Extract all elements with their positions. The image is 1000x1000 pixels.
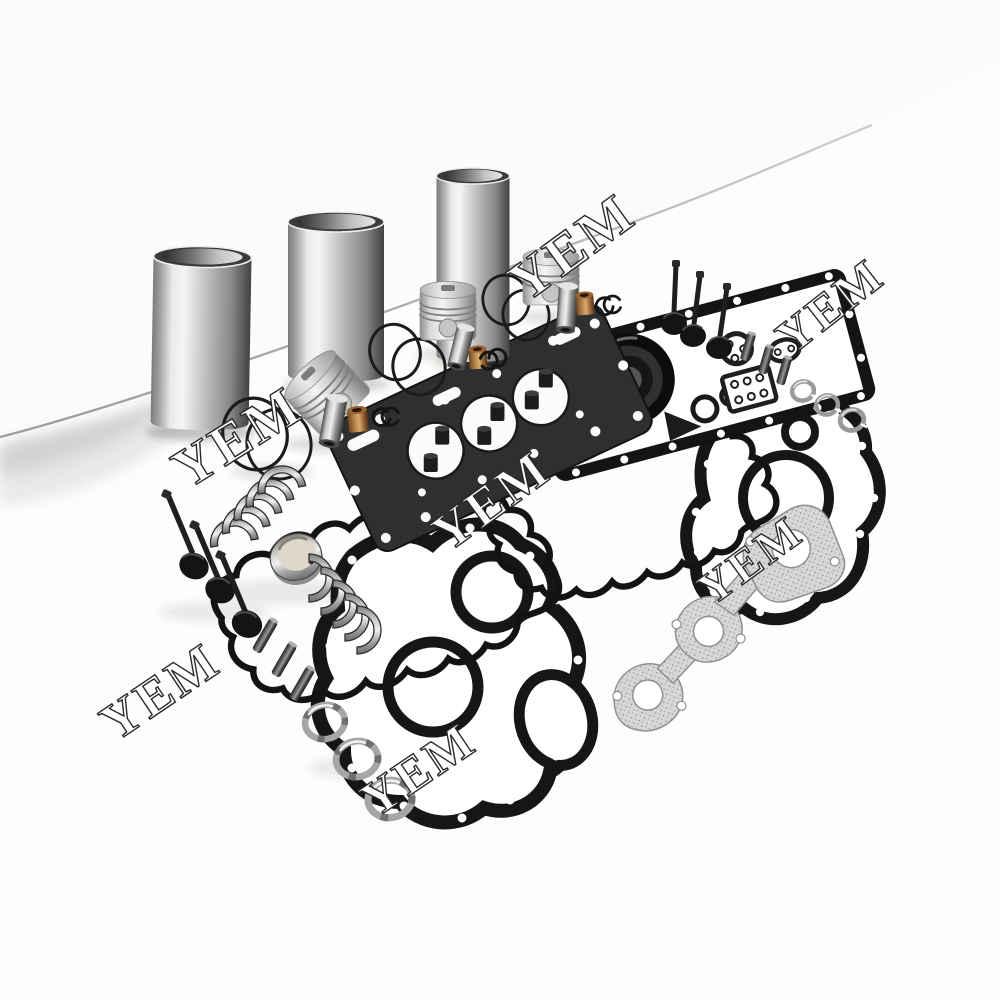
o-ring-gasket [690,394,720,424]
piston-pin-2 [447,323,475,371]
engine-valve [680,271,706,347]
valve-guide-pin [740,331,757,362]
valve-guide-pin [271,641,298,677]
piston-pin-1 [318,394,348,448]
circlip-pair-2 [479,347,508,371]
manifold-port-hole [771,528,812,569]
metal-seal-ring [332,737,382,781]
engine-valves-left [161,489,263,638]
cylinder-bore [406,421,465,480]
small-end-bushing-2 [468,345,488,370]
metal-seal-ring [837,407,868,433]
valve-guide-pin [758,344,775,375]
timing-gasket-opening [450,550,534,634]
engine-valves-right [661,260,732,359]
small-end-bushing-3 [575,291,595,316]
valve-guide-pins-left [252,617,316,701]
timing-gasket-opening [513,669,599,771]
metal-seal-ring [364,776,416,822]
cylinder-liner-1 [150,245,253,431]
rubber-end-piece [664,411,702,441]
exhaust-manifold-gasket [612,504,846,732]
engine-valve [161,489,209,580]
dowel-pins-on-gasket [423,368,553,472]
small-end-bushing-1 [346,405,369,433]
piston-pin-3 [555,282,579,334]
plate-gasket [720,363,779,414]
metal-seal-rings-right [789,379,868,433]
cylinder-head-gasket [325,303,653,553]
manifold-port-hole [692,615,725,648]
engine-valve [215,550,263,638]
engine-valve [189,520,235,604]
valve-guide-pin [776,355,793,386]
circlip-pair-3 [594,294,622,317]
main-bearing-bush [269,533,324,586]
piston-ring-pair-1 [221,396,313,481]
engine-valve [661,260,687,335]
manifold-port-hole [631,679,664,711]
metal-seal-rings-left [301,701,416,822]
valve-guide-pin [252,617,279,653]
metal-seal-ring [789,379,818,403]
cylinder-liner-2 [287,211,385,382]
timing-gasket-opening [781,413,819,451]
cylinder-bore [511,367,571,427]
metal-seal-ring [301,701,349,743]
manifold-bolt-holes [612,536,840,711]
metal-seal-ring [813,393,842,417]
valve-guide-pin [289,665,316,701]
timing-gasket-opening [382,636,484,738]
engine-valve [706,283,732,359]
piston-ring-pair-2 [368,322,447,397]
circlip-pair-1 [371,406,400,428]
valve-guide-pins-right [740,331,793,386]
